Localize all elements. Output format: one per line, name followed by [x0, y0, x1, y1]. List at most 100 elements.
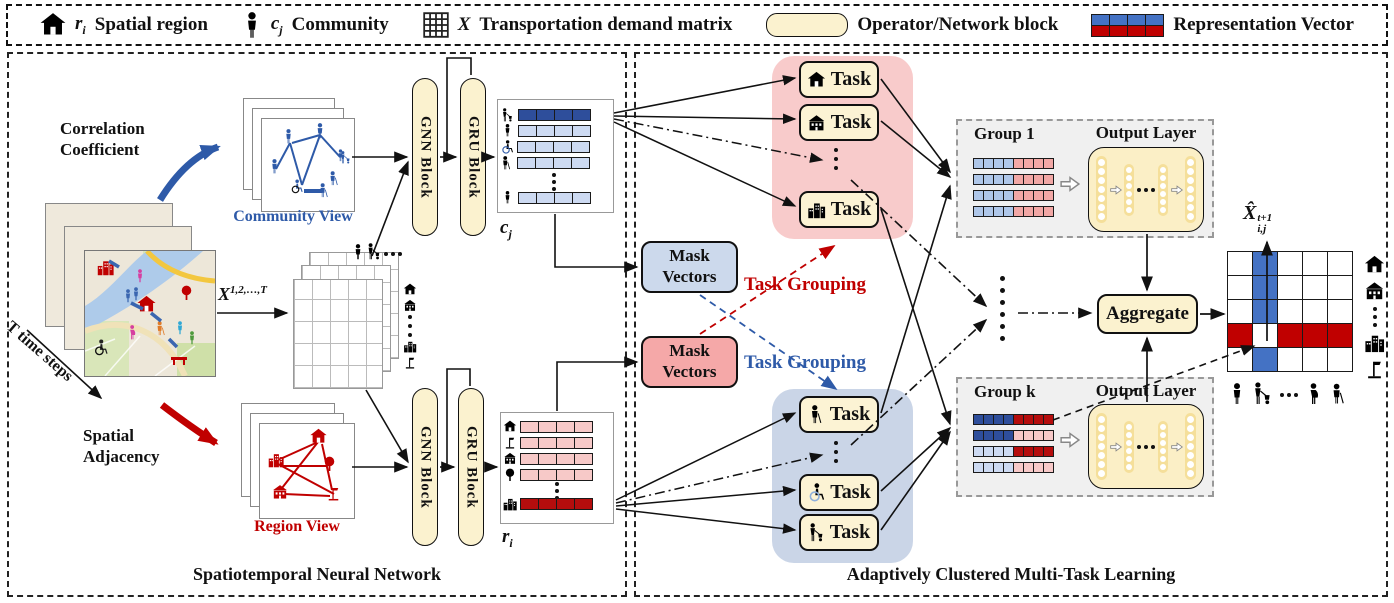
gru-block-region: GRU Block: [458, 388, 484, 546]
nn-layer: [1157, 420, 1168, 473]
group1-vector-row: [973, 206, 1054, 217]
task-wheelchair: Task: [799, 474, 879, 511]
wheelchair-icon: [807, 483, 825, 502]
buildings-icon: [1364, 333, 1385, 353]
groupk-output-title: Output Layer: [1095, 381, 1197, 400]
legend-demand-matrix: X Transportation demand matrix: [423, 12, 733, 38]
tree-icon: [503, 468, 517, 481]
operator-block-icon: [766, 13, 849, 37]
repr-row: [503, 468, 593, 481]
gnn-block-community: GNN Block: [412, 78, 438, 236]
groupk-vector-row: [973, 446, 1054, 457]
spatial-adjacency-label: Spatial Adjacency: [83, 426, 160, 467]
repr-row: [503, 436, 593, 449]
mask-vectors-blue-label: Mask Vectors: [662, 246, 717, 287]
legend-label-spatial-region: Spatial region: [94, 14, 208, 35]
school-icon: [503, 452, 517, 465]
aggregate-block: Aggregate: [1097, 294, 1198, 334]
legend-representation-vector: Representation Vector: [1091, 13, 1354, 37]
school-icon: [403, 299, 417, 312]
ellipsis-dots: [384, 252, 402, 256]
group1-output-title: Output Layer: [1095, 123, 1197, 142]
elderly-icon: [500, 156, 513, 170]
gnn-block-region: GNN Block: [412, 388, 438, 546]
legend-symbol-cj: cj: [270, 12, 283, 37]
legend-spatial-region: ri Spatial region: [40, 12, 208, 38]
task-elderly: Task: [799, 396, 879, 433]
task-grouping-red-label: Task Grouping: [744, 274, 866, 295]
house-icon: [403, 283, 417, 296]
legend-symbol-x: X: [457, 14, 471, 35]
task-label: Task: [830, 68, 872, 90]
mask-vectors-red-label: Mask Vectors: [662, 341, 717, 382]
person-icon: [242, 12, 262, 39]
house-icon: [1364, 255, 1385, 275]
task-buildings: Task: [799, 191, 879, 228]
group1-vector-row: [973, 174, 1054, 185]
gru-block-community: GRU Block: [460, 78, 486, 236]
repr-row: [500, 191, 591, 204]
stroller-icon: [367, 243, 381, 260]
nn-layer: [1095, 413, 1107, 480]
nn-layer: [1185, 413, 1197, 480]
matrix-community-icons: [1229, 382, 1347, 405]
pregnant-icon: [1306, 383, 1322, 405]
output-demand-matrix: [1227, 251, 1353, 372]
matrix-region-icons: [1364, 255, 1385, 379]
repr-row: [503, 452, 593, 465]
vertical-dots: [408, 315, 412, 337]
lamp-icon: [1364, 359, 1385, 379]
nn-layer: [1185, 156, 1197, 223]
region-view-label: Region View: [254, 518, 340, 535]
vertical-dots: [834, 441, 838, 463]
legend-bar: ri Spatial region cj Community X Transpo…: [6, 4, 1388, 46]
groupk-vector-row: [973, 414, 1054, 425]
stroller-icon: [500, 108, 515, 122]
repr-row: [500, 140, 590, 154]
flow-arrow-icon: [1171, 442, 1183, 452]
group1-output-layer: [1088, 147, 1204, 232]
person-icon: [352, 244, 364, 260]
house-icon: [40, 12, 66, 38]
legend-symbol-ri: ri: [75, 12, 86, 37]
ellipsis-dots: [1137, 444, 1155, 449]
group-ellipsis-dots: [1000, 276, 1005, 341]
repr-row: [503, 420, 593, 433]
cj-label: cj: [500, 217, 512, 241]
nn-layer: [1124, 420, 1135, 473]
flow-arrow-icon: [1060, 432, 1080, 448]
task-school: Task: [799, 104, 879, 141]
region-graph: [259, 423, 355, 519]
community-view-label: Community View: [233, 208, 353, 225]
repr-row: [500, 124, 591, 137]
task-label: Task: [830, 481, 871, 503]
buildings-icon: [503, 497, 517, 511]
aggregate-label: Aggregate: [1105, 303, 1189, 324]
demand-matrix-community-icons: [352, 243, 402, 260]
nn-layer: [1095, 156, 1107, 223]
elderly-icon: [808, 405, 825, 424]
vertical-dots: [1372, 307, 1377, 327]
legend-label-community: Community: [291, 14, 389, 35]
legend-label-demand-matrix: Transportation demand matrix: [479, 14, 733, 35]
group1-vector-row: [973, 190, 1054, 201]
demand-matrix-region-icons: [403, 283, 417, 369]
vertical-dots: [552, 173, 556, 191]
mask-vectors-blue: Mask Vectors: [641, 241, 738, 293]
legend-community: cj Community: [242, 12, 389, 39]
task-label: Task: [829, 521, 871, 543]
stroller-icon: [808, 523, 825, 542]
demand-matrix-front: [293, 279, 383, 389]
repr-row: [500, 108, 591, 122]
lamp-icon: [503, 436, 517, 449]
repr-row: [503, 497, 593, 511]
buildings-icon: [807, 201, 826, 219]
representation-vector-icon: [1091, 13, 1165, 37]
legend-operator-block: Operator/Network block: [766, 13, 1058, 37]
ellipsis-dots: [1137, 187, 1155, 192]
repr-row: [500, 156, 590, 170]
vertical-dots: [834, 148, 838, 170]
nn-layer: [1157, 163, 1168, 216]
task-stroller: Task: [799, 514, 879, 551]
